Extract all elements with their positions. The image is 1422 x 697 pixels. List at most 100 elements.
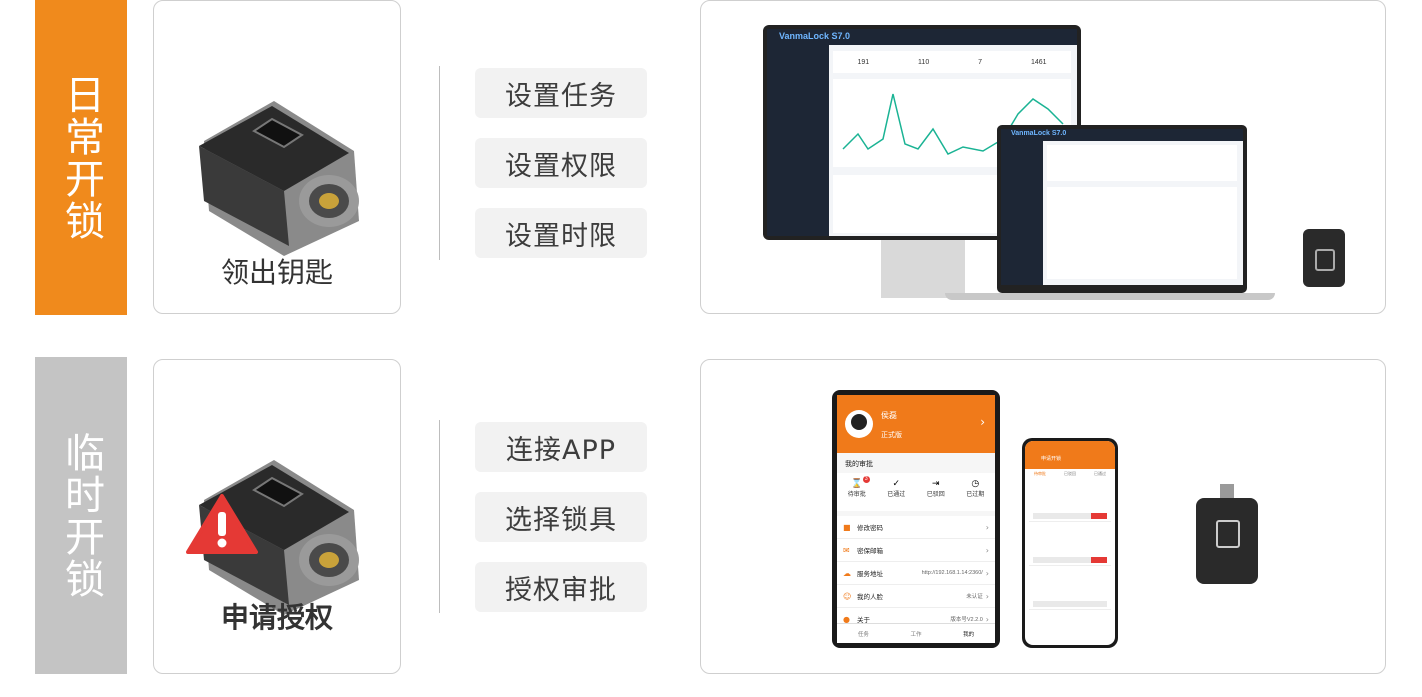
step-set-time-limit: 设置时限 (475, 208, 647, 258)
request-card (1029, 571, 1111, 610)
phone-header: 申请开锁 (1025, 441, 1115, 469)
stat-value: 1461 (1030, 58, 1047, 66)
approval-item-label: 已驳回 (926, 492, 945, 498)
approval-item-rejected[interactable]: ⇥ 已驳回 (927, 473, 945, 511)
laptop-screen: VanmaLock S7.0 (1001, 129, 1243, 285)
profile-header: 侯磊 正式版 › (837, 395, 995, 453)
stat-value: 7 (978, 58, 983, 66)
user-status: 正式版 (881, 432, 902, 439)
laptop-form (1047, 145, 1237, 181)
lock-icon: ■ (843, 522, 851, 532)
phone: 申请开锁 待审批 已驳回 已通过 (1022, 438, 1118, 648)
smart-key-device (1196, 484, 1258, 584)
laptop-table (1047, 187, 1237, 279)
menu-item-label: 我的人脸 (857, 594, 883, 601)
divider (439, 420, 440, 613)
mail-icon: ✉ (843, 545, 850, 555)
menu-item-security-email[interactable]: ✉ 密保邮箱 › (837, 539, 995, 562)
tab-tasks[interactable]: 任务 (857, 632, 869, 638)
product-label: 申请授权 (220, 601, 333, 634)
tab-work[interactable]: 工作 (910, 632, 922, 638)
approval-item-approved[interactable]: ✓ 已通过 (887, 473, 905, 511)
laptop-brand: VanmaLock S7.0 (1011, 130, 1067, 137)
face-icon: ☺ (843, 591, 852, 601)
menu-item-value: http://192.168.1.14:2360/ (921, 570, 983, 576)
phone-tabs: 待审批 已驳回 已通过 (1025, 469, 1115, 479)
approval-item-label: 待审批 (847, 492, 866, 498)
phone-screen: 申请开锁 待审批 已驳回 已通过 (1025, 441, 1115, 645)
tab-mine[interactable]: 我的 (963, 632, 975, 638)
menu-item-server-address[interactable]: ☁ 服务地址 http://192.168.1.14:2360/ › (837, 562, 995, 585)
section-tag: 临时开锁 (35, 357, 127, 674)
approval-item-expired[interactable]: ◷ 已过期 (966, 473, 984, 511)
section-tag: 日常开锁 (35, 0, 127, 315)
step-authorize-approval: 授权审批 (475, 562, 647, 612)
request-card (1029, 483, 1111, 522)
dashboard-sidebar (767, 29, 829, 236)
chevron-right-icon: › (985, 568, 989, 578)
avatar (845, 410, 873, 438)
chevron-right-icon: › (985, 614, 989, 624)
dashboard-stats-row: 191 110 7 1461 (833, 51, 1071, 73)
menu-item-label: 密保邮箱 (857, 548, 883, 555)
cloud-icon: ☁ (843, 568, 851, 578)
return-icon: ⇥ (931, 479, 940, 489)
user-name: 侯磊 (881, 411, 897, 420)
daily-unlock-section: 日常开锁 领出钥匙 设置任务 设置权限 设置时限 VanmaLock S7.0 … (0, 0, 1422, 315)
system-screens-card: VanmaLock S7.0 191 110 7 1461 VanmaLock … (700, 0, 1386, 314)
divider (439, 66, 440, 260)
request-card (1029, 527, 1111, 566)
approval-badge: 3 (862, 476, 870, 483)
chevron-right-icon[interactable]: › (980, 415, 985, 429)
tablet-screen: 侯磊 正式版 › 我的审批 ⌛ 3 待审批 ✓ 已通过 (837, 395, 995, 643)
key-thumbnail (1303, 229, 1345, 287)
settings-menu: ■ 修改密码 › ✉ 密保邮箱 › ☁ 服务地址 http://19 (837, 516, 995, 631)
approval-item-pending[interactable]: ⌛ 3 待审批 (847, 473, 870, 511)
desktop-monitor: VanmaLock S7.0 191 110 7 1461 (763, 25, 1081, 298)
approval-item-label: 已通过 (887, 492, 906, 498)
menu-item-label: 关于 (857, 617, 870, 624)
step-connect-app: 连接APP (475, 422, 647, 472)
menu-item-change-password[interactable]: ■ 修改密码 › (837, 516, 995, 539)
phone-tab[interactable]: 已驳回 (1064, 471, 1076, 476)
chevron-right-icon: › (985, 522, 989, 532)
menu-item-value: 未认证 (966, 594, 983, 600)
step-select-lock: 选择锁具 (475, 492, 647, 542)
phone-tab[interactable]: 已通过 (1094, 471, 1106, 476)
product-label: 领出钥匙 (220, 256, 333, 289)
menu-item-label: 服务地址 (857, 571, 883, 578)
clock-icon: ◷ (971, 479, 980, 489)
approval-item-label: 已过期 (966, 492, 985, 498)
app-screens-card: 侯磊 正式版 › 我的审批 ⌛ 3 待审批 ✓ 已通过 (700, 359, 1386, 674)
dashboard-screen: VanmaLock S7.0 191 110 7 1461 (767, 29, 1077, 236)
dashboard-brand: VanmaLock S7.0 (779, 31, 851, 41)
menu-item-my-face[interactable]: ☺ 我的人脸 未认证 › (837, 585, 995, 608)
info-icon: ● (843, 614, 850, 624)
stat-value: 191 (857, 58, 870, 66)
product-card: 领出钥匙 (153, 0, 401, 314)
section-tag-text: 日常开锁 (58, 73, 104, 242)
step-set-task: 设置任务 (475, 68, 647, 118)
phone-tab[interactable]: 待审批 (1034, 471, 1046, 476)
section-tag-text: 临时开锁 (58, 431, 104, 600)
laptop-base (945, 293, 1275, 300)
menu-item-label: 修改密码 (857, 525, 883, 532)
temporary-unlock-section: 临时开锁 申请授权 连接APP 选择锁具 授权审批 (0, 357, 1422, 675)
monitor-stand (881, 240, 965, 298)
hourglass-icon: ⌛ (851, 479, 863, 489)
menu-item-value: 版本号V2.2.0 (950, 617, 983, 623)
chevron-right-icon: › (985, 545, 989, 555)
tablet: 侯磊 正式版 › 我的审批 ⌛ 3 待审批 ✓ 已通过 (832, 390, 1000, 648)
laptop-topbar (1001, 129, 1243, 141)
chevron-right-icon: › (985, 591, 989, 601)
bottom-tab-bar: 任务 工作 我的 (837, 623, 995, 643)
approval-title: 我的审批 (845, 461, 873, 468)
smart-key-image (199, 101, 359, 256)
warning-icon (186, 494, 258, 554)
dashboard-topbar (767, 29, 1077, 45)
laptop-sidebar (1001, 129, 1043, 285)
stat-value: 110 (918, 58, 930, 66)
laptop: VanmaLock S7.0 (997, 125, 1247, 293)
phone-title: 申请开锁 (1041, 456, 1062, 462)
product-card: 申请授权 (153, 359, 401, 674)
